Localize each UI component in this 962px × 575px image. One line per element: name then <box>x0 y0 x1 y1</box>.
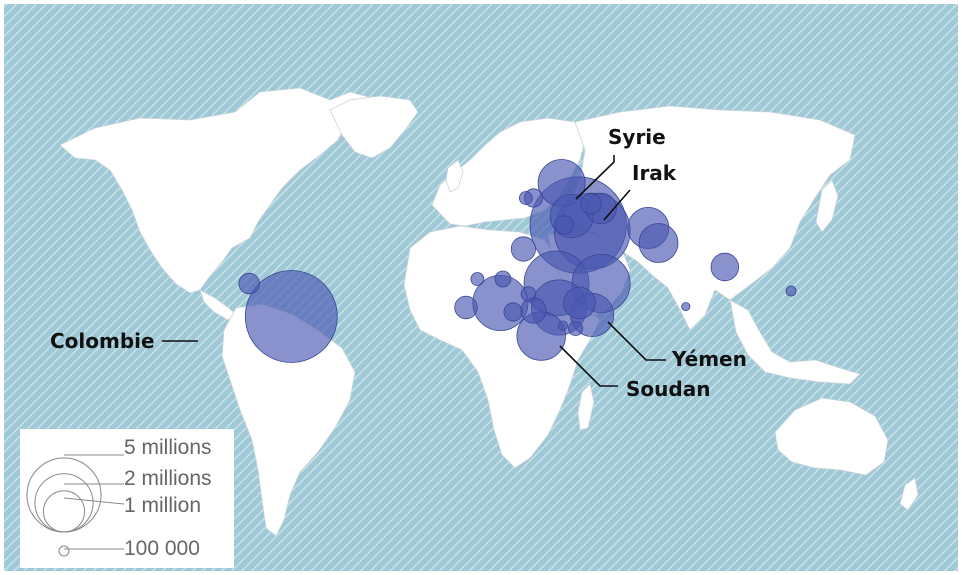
land-north-america <box>59 87 381 294</box>
bubble-tchad <box>520 286 537 302</box>
legend-line-1m <box>63 497 125 505</box>
bubble-g-orgie <box>580 193 602 215</box>
land-uk <box>445 159 464 193</box>
legend-box <box>20 429 234 568</box>
bubble-ouganda <box>557 320 568 331</box>
leader-syrie <box>575 155 615 200</box>
refugee-bubbles <box>238 159 797 363</box>
legend-circles <box>26 457 102 557</box>
bubble--thiopie <box>563 286 596 320</box>
bubble-c-te-d-ivoire <box>454 295 478 320</box>
land-new-zealand <box>899 477 919 511</box>
bubble-pakistan <box>638 223 679 263</box>
label-irak: Irak <box>632 161 677 185</box>
leader-irak <box>603 189 631 221</box>
legend-circle-3 <box>58 545 70 557</box>
label-soudan: Soudan <box>626 377 710 401</box>
bubble-chypre <box>554 215 574 235</box>
bubble-philippines <box>785 285 797 297</box>
country-labels: Colombie Syrie Irak Yémen Soudan <box>50 125 747 401</box>
label-yemen: Yémen <box>671 347 747 371</box>
land-japan <box>815 179 839 233</box>
legend-label-1m: 1 million <box>124 494 201 517</box>
label-syrie: Syrie <box>608 125 666 149</box>
bubble-kenya <box>568 320 584 336</box>
legend-label-5m: 5 millions <box>124 436 212 459</box>
bubble-niger <box>494 270 512 288</box>
bubble-cameroun <box>503 302 523 322</box>
bubble-bosnie-herz-govine <box>519 191 533 205</box>
land-madagascar <box>577 383 595 431</box>
bubble-myanmar <box>710 252 740 282</box>
legend-label-100k: 100 000 <box>124 537 200 560</box>
bubble-sri-lanka <box>681 302 691 312</box>
land-southeast-asia <box>729 299 861 385</box>
leader-soudan <box>559 345 618 387</box>
label-colombie: Colombie <box>50 329 155 353</box>
leader-lines <box>162 155 666 387</box>
leader-yemen <box>607 321 666 361</box>
bubble-mali <box>470 272 485 286</box>
legend-circle-2 <box>42 490 86 533</box>
land-greenland <box>329 95 419 159</box>
land-australia <box>774 397 889 476</box>
bubble-libye <box>510 236 537 262</box>
legend: 5 millions 2 millions 1 million 100 000 <box>20 429 234 568</box>
bubble-guatemala <box>238 272 260 295</box>
legend-label-2m: 2 millions <box>124 467 212 490</box>
bubble-colombie <box>244 270 338 363</box>
bubble-r-publique-centrafricaine <box>520 297 547 324</box>
